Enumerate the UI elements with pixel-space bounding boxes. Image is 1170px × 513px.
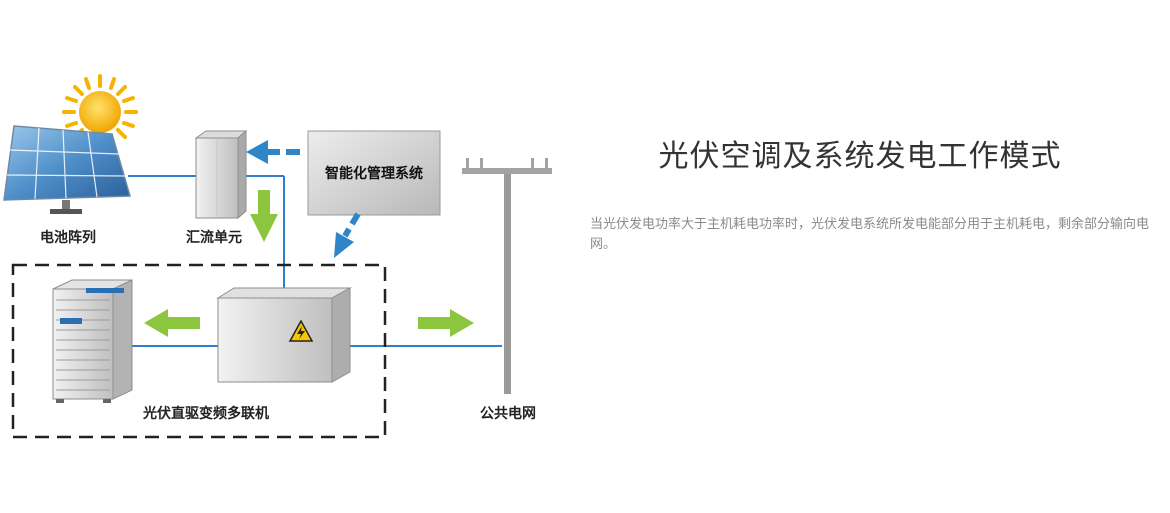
arrow-to-hvac-icon — [144, 309, 200, 337]
arrow-management-to-inverter-icon — [334, 212, 361, 258]
utility-pole-icon — [462, 158, 552, 394]
combiner-cabinet-icon — [194, 129, 248, 220]
system-boundary — [11, 263, 387, 439]
management-label: 智能化管理系统 — [324, 165, 423, 182]
hvac-unit-icon — [52, 279, 133, 403]
solar-panel-icon — [3, 125, 131, 214]
arrow-to-grid-icon — [418, 309, 474, 337]
solar-array-label: 电池阵列 — [40, 229, 96, 246]
hvac-label: 光伏直驱变频多联机 — [142, 405, 269, 422]
arrow-combiner-down-icon — [250, 190, 278, 242]
page-description: 当光伏发电功率大于主机耗电功率时，光伏发电系统所发电能部分用于主机耗电，剩余部分… — [590, 217, 1150, 252]
solar-hvac-diagram: 电池阵列 汇流单元 智能化管理系统 — [3, 74, 552, 439]
inverter-box-icon — [216, 287, 352, 383]
management-system-box: 智能化管理系统 — [307, 130, 441, 216]
high-voltage-icon — [288, 319, 314, 342]
combiner-label: 汇流单元 — [186, 229, 242, 246]
arrow-management-to-combiner-icon — [246, 140, 300, 164]
grid-label: 公共电网 — [480, 405, 536, 422]
page-title: 光伏空调及系统发电工作模式 — [658, 139, 1062, 174]
